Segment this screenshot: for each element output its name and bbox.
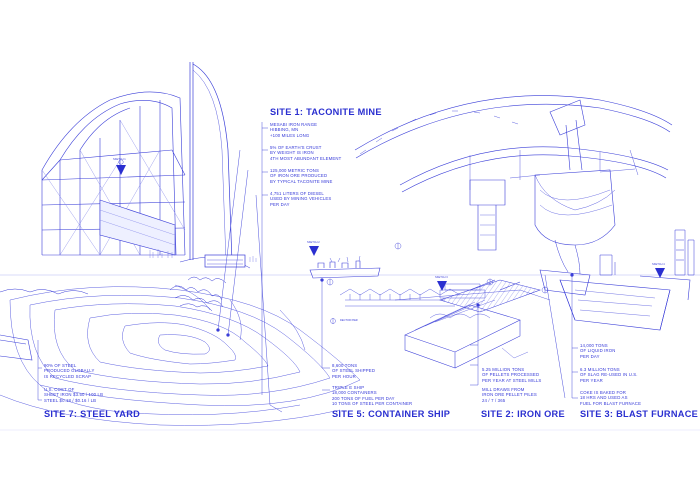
slag-troughs — [539, 269, 691, 331]
steel-yard-box — [0, 334, 33, 361]
sketch-label-1: SKETCH 1 — [113, 158, 126, 161]
site3-title: SITE 3: BLAST FURNACE — [580, 409, 699, 419]
steel-frame-structure — [41, 91, 186, 256]
refinery-stacks — [599, 229, 695, 276]
figures — [149, 249, 257, 262]
site1-leaders — [216, 122, 283, 413]
pellet-piles — [394, 279, 551, 369]
crane-boom — [179, 62, 251, 269]
ladle-crane — [469, 99, 639, 275]
container-ship — [309, 255, 381, 279]
overhead-arcs — [354, 95, 673, 193]
sketch-marker-2[interactable] — [309, 246, 319, 256]
site2-title: SITE 2: IRON ORE — [481, 409, 565, 419]
site7-title: SITE 7: STEEL YARD — [44, 409, 141, 419]
site5-title: SITE 5: CONTAINER SHIP — [332, 409, 451, 419]
sketch-marker-4[interactable] — [655, 268, 665, 278]
dector-pier-tag: DECTOR PIER — [340, 319, 358, 322]
terrain-contours — [0, 284, 361, 426]
site1-title: SITE 1: TACONITE MINE — [270, 107, 382, 117]
sketch-label-2: SKETCH 2 — [307, 241, 320, 244]
horizon-line — [0, 274, 700, 431]
sketch-label-4: SKETCH 4 — [652, 263, 665, 266]
sketch-marker-3[interactable] — [437, 281, 447, 291]
site2-leaders — [470, 303, 529, 386]
sketch-marker-1[interactable] — [116, 159, 126, 175]
sketch-label-3: SKETCH 3 — [435, 276, 448, 279]
site5-leaders — [320, 278, 330, 391]
elevation-markers — [326, 242, 549, 324]
site3-leaders — [544, 273, 578, 399]
site7-leaders — [37, 340, 42, 401]
rock-field — [0, 276, 227, 312]
